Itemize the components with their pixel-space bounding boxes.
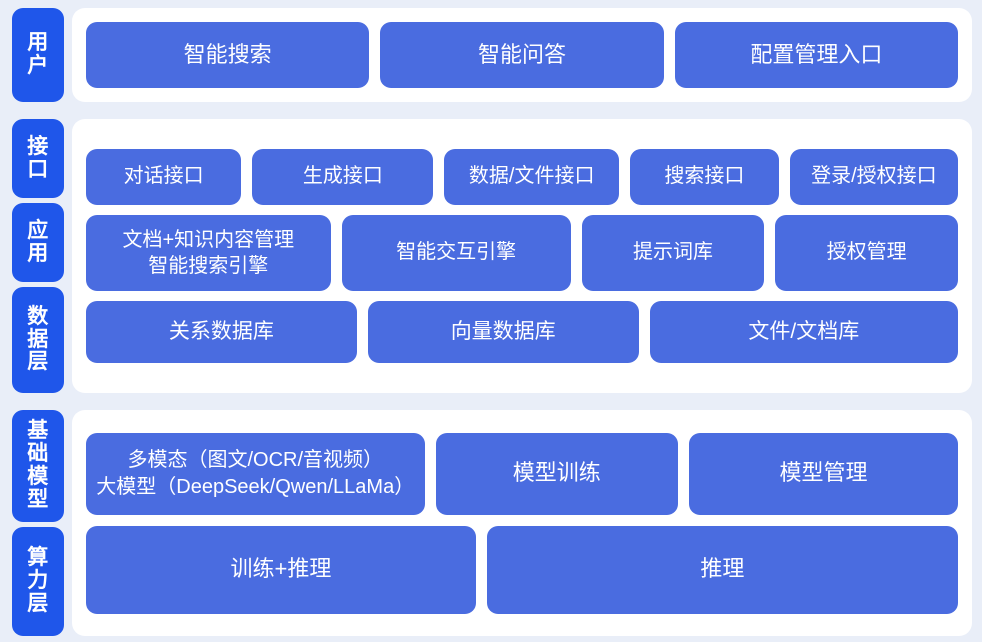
layer-badge-compute: 算力层 — [12, 527, 64, 636]
badge-column-middle: 接口 应用 数据层 — [12, 119, 64, 393]
box-smart-qa[interactable]: 智能问答 — [380, 22, 664, 88]
layer-badge-data-label: 数据层 — [27, 304, 49, 374]
box-smart-search[interactable]: 智能搜索 — [86, 22, 370, 88]
box-inference[interactable]: 推理 — [486, 525, 958, 614]
box-config-management-entry[interactable]: 配置管理入口 — [674, 22, 958, 88]
box-generation-api[interactable]: 生成接口 — [252, 149, 434, 205]
layer-badge-foundation-model-label: 基础模型 — [27, 419, 49, 511]
box-doc-knowledge-management[interactable]: 文档+知识内容管理 智能搜索引擎 — [86, 215, 331, 291]
badge-column-base: 基础模型 算力层 — [12, 410, 64, 636]
section-base: 基础模型 算力层 多模态（图文/OCR/音视频） 大模型（DeepSeek/Qw… — [12, 410, 972, 636]
box-multimodal-large-model[interactable]: 多模态（图文/OCR/音视频） 大模型（DeepSeek/Qwen/LLaMa） — [86, 432, 425, 515]
layer-badge-foundation-model: 基础模型 — [12, 410, 64, 522]
panel-user: 智能搜索 智能问答 配置管理入口 — [72, 8, 972, 102]
row-interface: 对话接口 生成接口 数据/文件接口 搜索接口 登录/授权接口 — [86, 149, 958, 205]
row-data: 关系数据库 向量数据库 文件/文档库 — [86, 301, 958, 363]
row-compute: 训练+推理 推理 — [86, 525, 958, 614]
row-application: 文档+知识内容管理 智能搜索引擎 智能交互引擎 提示词库 授权管理 — [86, 215, 958, 291]
layer-badge-user-label: 用户 — [27, 31, 49, 77]
box-training-inference[interactable]: 训练+推理 — [86, 525, 476, 614]
box-model-management[interactable]: 模型管理 — [688, 432, 958, 515]
section-middle: 接口 应用 数据层 对话接口 生成接口 数据/文件接口 搜索接口 登录/授权接口… — [12, 119, 972, 393]
layer-badge-interface: 接口 — [12, 119, 64, 198]
box-data-file-api[interactable]: 数据/文件接口 — [444, 149, 619, 205]
box-file-document-store[interactable]: 文件/文档库 — [649, 301, 958, 363]
layer-badge-user: 用户 — [12, 8, 64, 102]
box-smart-interaction-engine[interactable]: 智能交互引擎 — [341, 215, 571, 291]
box-model-training[interactable]: 模型训练 — [435, 432, 678, 515]
layer-badge-data: 数据层 — [12, 287, 64, 393]
box-authorization-management[interactable]: 授权管理 — [775, 215, 958, 291]
panel-middle: 对话接口 生成接口 数据/文件接口 搜索接口 登录/授权接口 文档+知识内容管理… — [72, 119, 972, 393]
box-prompt-library[interactable]: 提示词库 — [581, 215, 765, 291]
box-vector-database[interactable]: 向量数据库 — [367, 301, 639, 363]
box-dialog-api[interactable]: 对话接口 — [86, 149, 242, 205]
box-relational-database[interactable]: 关系数据库 — [86, 301, 357, 363]
row-model: 多模态（图文/OCR/音视频） 大模型（DeepSeek/Qwen/LLaMa）… — [86, 432, 958, 515]
layer-badge-compute-label: 算力层 — [27, 546, 49, 615]
layer-badge-application-label: 应用 — [27, 218, 49, 265]
panel-base: 多模态（图文/OCR/音视频） 大模型（DeepSeek/Qwen/LLaMa）… — [72, 410, 972, 636]
layer-badge-application: 应用 — [12, 203, 64, 282]
box-login-auth-api[interactable]: 登录/授权接口 — [789, 149, 958, 205]
row-user: 智能搜索 智能问答 配置管理入口 — [86, 22, 958, 88]
section-user: 用户 智能搜索 智能问答 配置管理入口 — [12, 8, 972, 102]
box-search-api[interactable]: 搜索接口 — [629, 149, 779, 205]
badge-column-user: 用户 — [12, 8, 64, 102]
layer-badge-interface-label: 接口 — [27, 134, 49, 181]
